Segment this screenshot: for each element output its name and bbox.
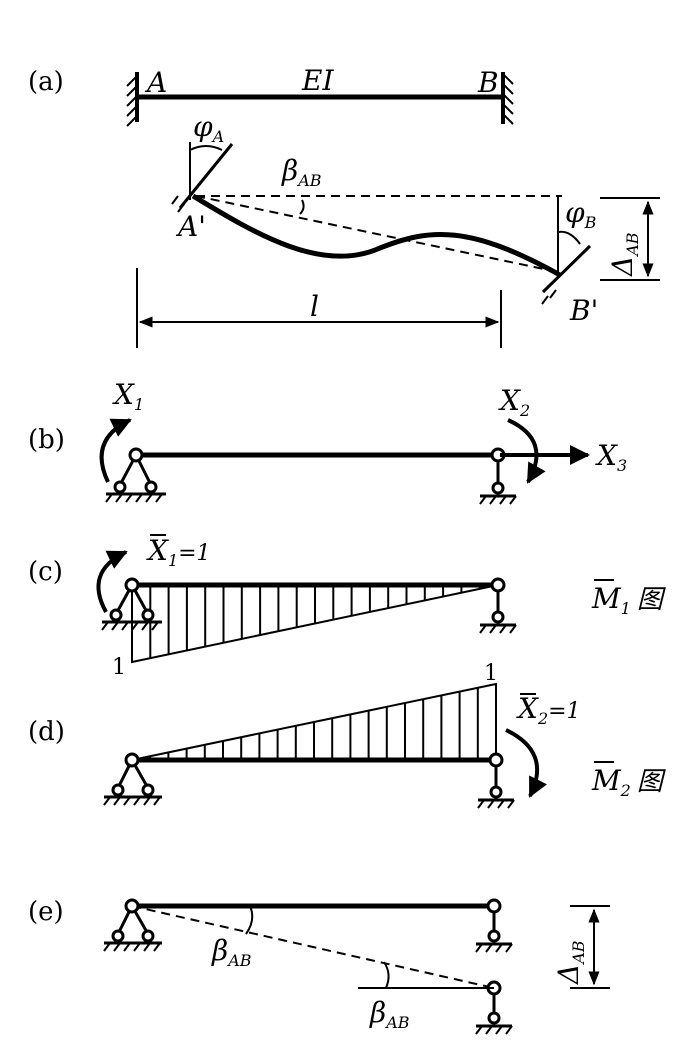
roller-support-right-d [477,752,515,809]
label-X1-b: X1 [112,378,144,414]
delta-dimension-e: ΔAB [552,905,610,989]
label-value-c: 1 [112,655,126,680]
moment-diagram-M2 [131,682,497,761]
pin-support-left-c [101,577,162,631]
panel-d: (d) [28,661,667,809]
label-X1-c: X1=1 [146,534,211,570]
label-betaAB: βAB [281,154,322,190]
span-dimension: l [136,268,502,348]
beta-arc-2 [383,961,390,989]
label-EI: EI [301,64,334,97]
moment-diagram-M1 [131,584,499,664]
roller-support-right-c [479,577,517,634]
phiB-arc [557,230,581,245]
moment-arrow-X2-unit [505,728,547,798]
panel-c: (c) [28,534,667,680]
panel-d-tag: (d) [28,717,65,747]
phiA-arc [189,145,223,151]
fixed-support-A [126,72,139,127]
fixed-support-B [501,72,514,125]
label-B: B [477,66,499,99]
label-delta-e: ΔAB [552,940,588,985]
label-B-prime: B' [569,294,598,327]
label-beta-e-1: βAB [211,934,252,970]
moment-arrow-X2 [507,418,546,484]
label-l: l [310,290,319,323]
beta-arc [299,199,305,215]
label-X2-d: X2=1 [516,692,581,728]
panel-c-tag: (c) [28,557,63,587]
pin-support-left-d [103,752,162,806]
beta-arc-1 [245,905,254,935]
panel-e-tag: (e) [28,897,64,927]
label-A-prime: A' [175,210,206,243]
moment-arrow-X1-unit [96,550,128,613]
rotated-chord-e [131,905,495,989]
pin-support-left-e [103,898,162,952]
label-phiA: φA [193,110,224,146]
label-delta-a: ΔAB [606,232,642,277]
roller-support-displaced-e [475,980,513,1035]
roller-support-right-b [479,447,517,505]
label-phiB: φB [565,196,597,232]
label-X2-b: X2 [498,384,530,420]
label-beta-e-2: βAB [369,996,410,1032]
roller-support-original-e [475,898,513,953]
deformed-beam [171,142,592,305]
panel-a: (a) A EI B [28,64,660,348]
label-X3-b: X3 [595,439,627,475]
moment-arrow-X1 [99,418,132,483]
delta-dimension-a: ΔAB [600,197,660,281]
panel-b-tag: (b) [28,425,65,455]
chord-line [195,195,559,273]
label-value-d: 1 [484,661,498,686]
label-A: A [144,66,167,99]
panel-b: (b) [28,378,627,505]
panel-e: (e) [28,897,610,1035]
pin-support-left-b [105,447,166,503]
panel-a-tag: (a) [28,67,64,97]
